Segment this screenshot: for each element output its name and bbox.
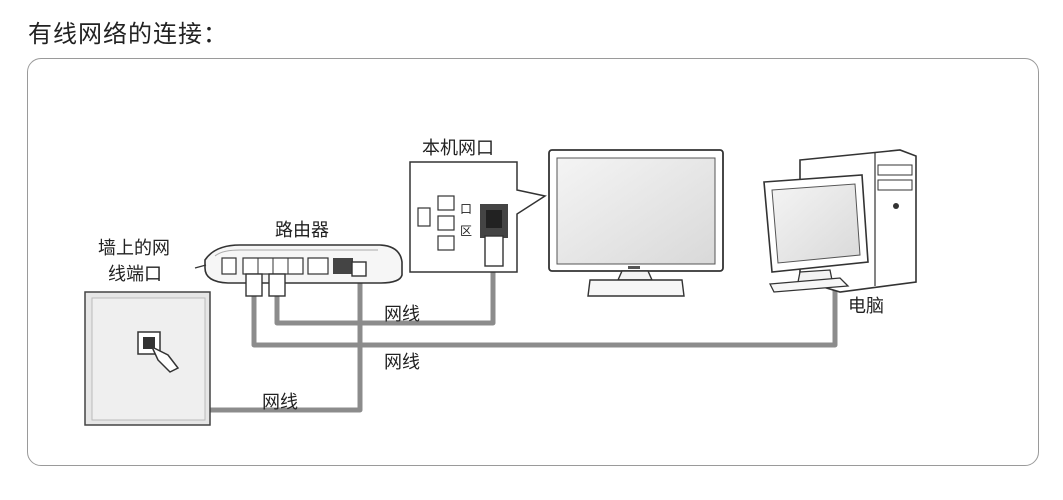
page-title: 有线网络的连接： <box>28 20 228 48</box>
cable-router-to-tv <box>274 259 496 326</box>
router <box>194 244 403 297</box>
cable-router-to-pc <box>251 272 838 348</box>
tv-port-label: 本机网口 <box>422 138 494 159</box>
wall-port-label-line2: 线端口 <box>108 264 162 285</box>
cable-label-pc: 网线 <box>384 352 420 373</box>
computer-label: 电脑 <box>848 296 884 317</box>
router-label: 路由器 <box>275 220 329 241</box>
computer <box>763 149 917 293</box>
diagram-frame <box>27 58 1039 466</box>
tv-panel-glyph-top: 口 <box>460 202 473 216</box>
wall-port-label-line1: 墙上的网 <box>98 238 170 259</box>
tv-panel-glyph-bottom: 区 <box>460 224 473 238</box>
cable-label-tv: 网线 <box>384 304 420 325</box>
tv-port-callout <box>409 161 547 273</box>
cable-label-wall: 网线 <box>262 392 298 413</box>
tv <box>548 149 724 297</box>
wall-plate <box>84 291 211 426</box>
